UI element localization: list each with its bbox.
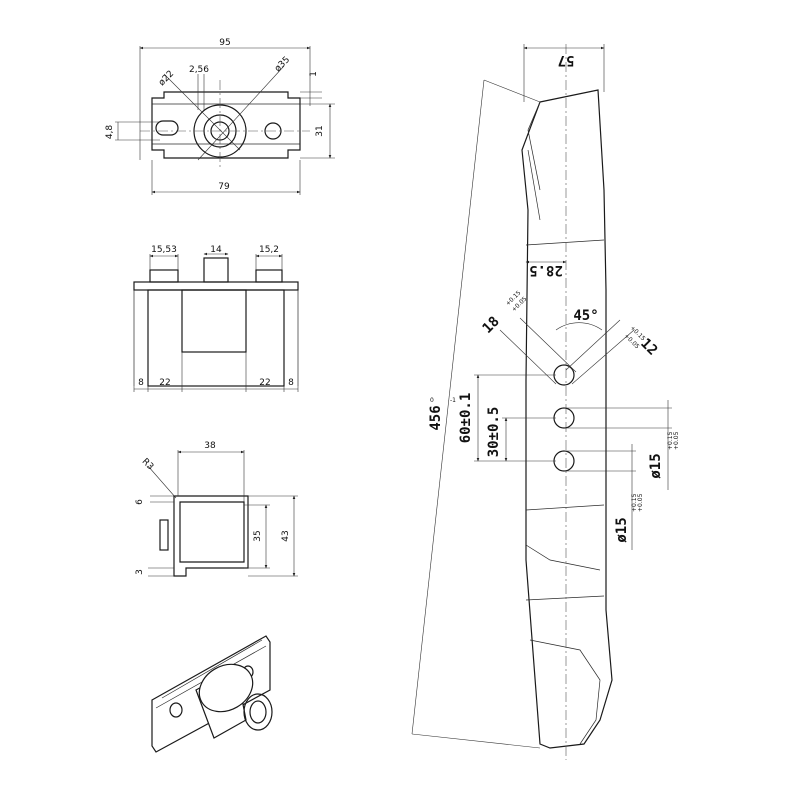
iso-slot: [169, 702, 183, 718]
front-left-tab: [149, 269, 179, 283]
blade-length-label: 456: [428, 405, 444, 430]
side-profile: [173, 495, 249, 577]
side-bolt: [159, 519, 169, 551]
blade-width-label: 57: [558, 52, 575, 68]
front-br-edge-label: 8: [288, 378, 294, 388]
side-view: 38 R3 6 35 43 3: [135, 441, 298, 577]
blade-hole-bottom-tol-lower: +0.05: [637, 493, 644, 512]
blade-hole-bottom-tol-upper: +0.15: [631, 493, 638, 512]
blade-length-tol-lower: -1: [450, 397, 456, 404]
top-width-label: 95: [219, 38, 230, 48]
blade-hole-label: 18: [480, 314, 503, 337]
blade-dist30-label: 30±0.5: [486, 407, 502, 458]
blade-hole-right-tol-lower: +0.05: [673, 431, 680, 450]
blade-length-tol-upper: 0: [430, 397, 434, 404]
top-step-label: 1: [309, 71, 319, 77]
blade-tip-label: 28.5: [529, 262, 563, 278]
top-slot: [155, 120, 179, 136]
top-offset-label: 2,56: [189, 65, 209, 75]
blade-hole-right-tol-upper: +0.15: [667, 431, 674, 450]
front-view: 15,53 14 15,2 8 22 22 8: [133, 245, 299, 392]
side-inner-height-label: 35: [253, 530, 263, 541]
top-plate-outline: [151, 91, 301, 159]
front-bl-span-label: 22: [159, 378, 170, 388]
top-view: 95 79 31 1 4,8 2,56 ø22 ø35: [105, 38, 335, 195]
blade-outline: [521, 89, 613, 749]
front-body: [147, 289, 285, 387]
isometric-view: [151, 635, 273, 753]
side-bottom-thick-label: 3: [135, 569, 145, 575]
side-radius-label: R3: [140, 457, 156, 473]
blade-dist60-label: 60±0.1: [458, 393, 474, 444]
top-dia35-label: ø35: [273, 55, 292, 74]
side-inner: [179, 501, 245, 563]
blade-hole-right-label: ø15: [648, 453, 664, 478]
blade-hole-bottom-label: ø15: [614, 517, 630, 542]
top-inner-width-label: 79: [218, 182, 230, 192]
top-dia22-label: ø22: [157, 69, 176, 88]
blade-length-line: [411, 79, 485, 735]
blade-view: 456 0 -1 57 28.5 18 +0.15 +0.05 45° 12 +…: [411, 44, 680, 760]
top-slot-label: 4,8: [105, 125, 115, 140]
blade-angle-label: 45°: [573, 308, 598, 324]
front-br-span-label: 22: [259, 378, 270, 388]
iso-bore-inner: [249, 700, 267, 724]
iso-boss-top: [198, 663, 254, 713]
front-center-label: 14: [210, 245, 222, 255]
top-height-label: 31: [315, 125, 325, 136]
front-bl-edge-label: 8: [138, 378, 144, 388]
iso-bore-outer: [243, 693, 273, 731]
front-right-label: 15,2: [259, 245, 279, 255]
side-top-thick-label: 6: [135, 499, 145, 505]
front-boss: [181, 289, 247, 353]
front-left-label: 15,53: [151, 245, 177, 255]
side-outer-height-label: 43: [281, 530, 291, 541]
front-center-tab: [203, 257, 229, 283]
front-right-tab: [255, 269, 283, 283]
front-top-plate: [133, 281, 299, 291]
side-top-label: 38: [204, 441, 216, 451]
